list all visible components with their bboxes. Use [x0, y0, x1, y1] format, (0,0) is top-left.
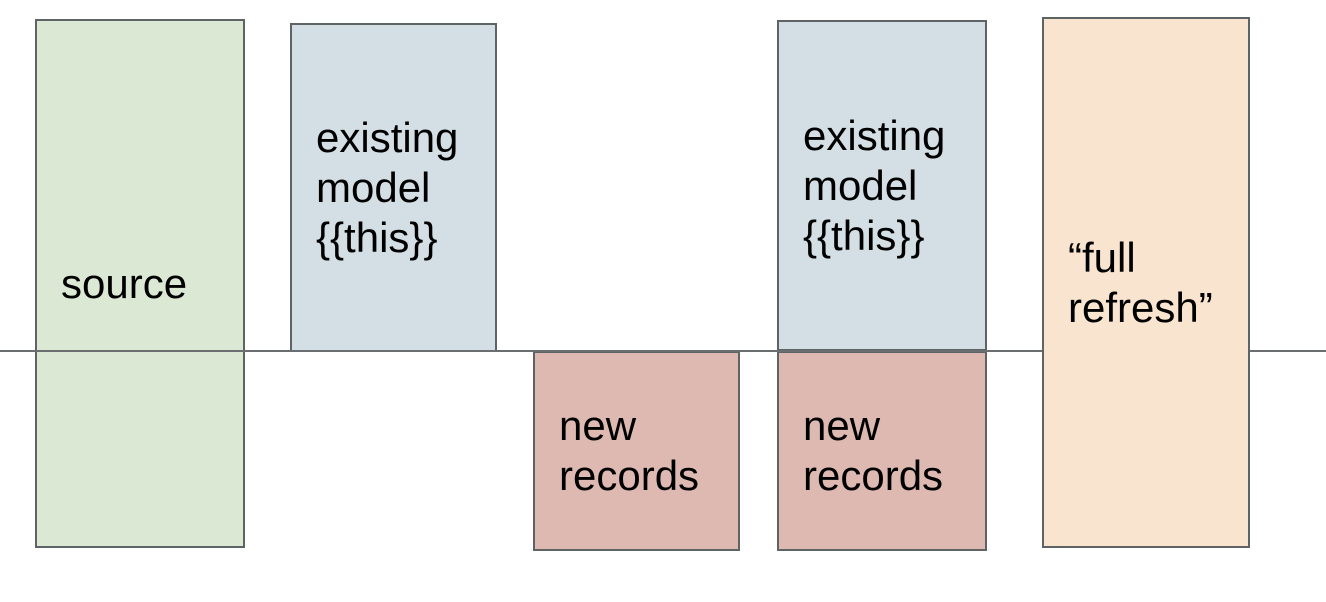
- full-refresh-label: “full refresh”: [1068, 233, 1213, 331]
- existing-model-label-1: existing model {{this}}: [316, 113, 459, 261]
- source-box: source: [35, 19, 245, 548]
- new-records-label-2: new records: [803, 402, 944, 499]
- existing-model-label-2: existing model {{this}}: [803, 111, 946, 259]
- existing-model-box-1: existing model {{this}}: [290, 23, 497, 352]
- new-records-label-1: new records: [559, 402, 700, 499]
- timeline-divider-line: [0, 350, 1326, 352]
- new-records-box-1: new records: [533, 351, 740, 551]
- source-label: source: [61, 259, 188, 307]
- new-records-box-2: new records: [777, 351, 987, 551]
- full-refresh-box: “full refresh”: [1042, 17, 1250, 548]
- existing-model-box-2: existing model {{this}}: [777, 20, 987, 351]
